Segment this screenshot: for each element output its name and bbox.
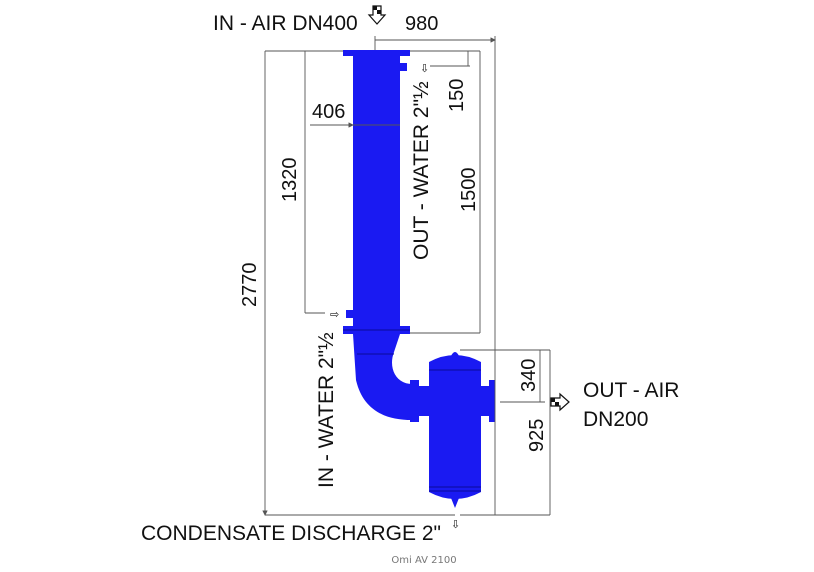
equipment-body [343, 50, 495, 508]
condensate-label: CONDENSATE DISCHARGE 2" [141, 522, 441, 545]
dim-980: 980 [405, 13, 438, 35]
dim-150: 150 [446, 79, 468, 112]
dim-406: 406 [312, 101, 345, 123]
dim-1320: 1320 [279, 158, 301, 203]
dim-2770: 2770 [239, 263, 261, 308]
dim-925: 925 [526, 419, 548, 452]
right-arrow-icon [550, 392, 570, 412]
dimension-lines [262, 36, 551, 516]
out-water-label: OUT - WATER 2"½ [410, 81, 433, 260]
out-air-label: OUT - AIR [583, 379, 679, 402]
svg-text:⇨: ⇨ [330, 309, 339, 321]
svg-text:⇩: ⇩ [420, 63, 429, 75]
image-caption: Omi AV 2100 [391, 555, 457, 566]
out-air-size-label: DN200 [583, 408, 648, 431]
dim-340: 340 [518, 359, 540, 392]
svg-text:⇩: ⇩ [451, 519, 460, 531]
in-air-label: IN - AIR DN400 [213, 12, 358, 35]
in-water-label: IN - WATER 2"½ [315, 332, 338, 488]
dim-1500: 1500 [458, 168, 480, 213]
down-arrow-icon [367, 5, 387, 25]
small-arrow-icon: ⇩ ⇨ ⇩ [330, 63, 460, 531]
